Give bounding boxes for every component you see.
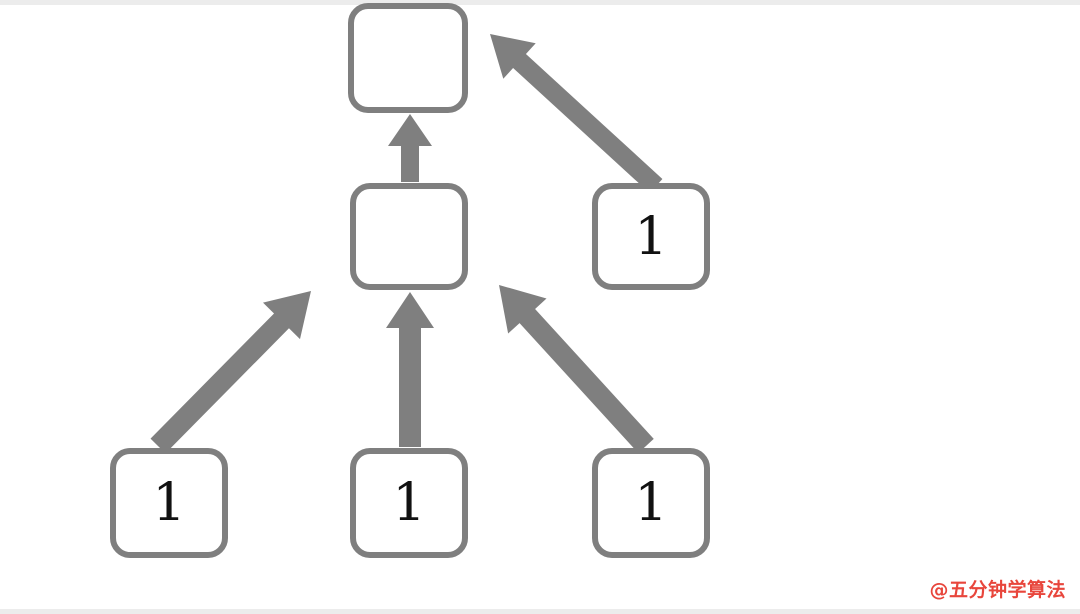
tree-node-leaf-center[interactable]: 1 — [350, 448, 468, 558]
tree-node-mid-center[interactable] — [350, 183, 468, 290]
arrow-mid-right-to-root — [490, 34, 663, 194]
arrow-leaf-left-to-mid-center — [150, 291, 311, 454]
node-value: 1 — [152, 473, 186, 533]
bottom-edge-strip — [0, 609, 1080, 614]
tree-node-leaf-right[interactable]: 1 — [592, 448, 710, 558]
arrow-leaf-right-to-mid — [499, 285, 654, 454]
watermark-label: @五分钟学算法 — [929, 579, 1066, 601]
node-value: 1 — [634, 206, 668, 267]
node-value: 1 — [392, 473, 426, 533]
tree-node-root[interactable] — [348, 3, 468, 113]
arrow-leaf-center-to-mid — [386, 292, 434, 447]
top-edge-strip — [0, 0, 1080, 5]
tree-node-mid-right[interactable]: 1 — [592, 183, 710, 290]
node-value: 1 — [634, 473, 668, 533]
tree-node-leaf-left[interactable]: 1 — [110, 448, 228, 558]
arrow-mid-center-to-root — [388, 114, 432, 182]
